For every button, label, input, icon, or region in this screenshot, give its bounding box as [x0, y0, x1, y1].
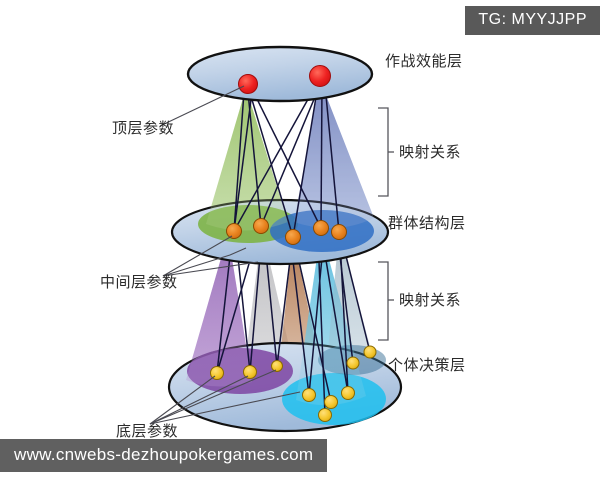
bottom-node: [363, 345, 377, 359]
right-label-group: 作战效能层 映射关系 群体结构层 映射关系 个体决策层: [385, 52, 466, 374]
bottom-node: [318, 408, 332, 422]
bottom-node: [341, 386, 355, 400]
bottom-node: [302, 388, 316, 402]
label-bottom-params: 底层参数: [116, 422, 178, 440]
left-label-group: 顶层参数 中间层参数 底层参数: [100, 119, 178, 440]
top-layer-plane: [186, 45, 374, 103]
edges-middle-to-top: [233, 84, 340, 238]
leader-lines: [149, 85, 301, 425]
cone-group-upper-overlay: [206, 80, 374, 231]
middle-node: [285, 229, 301, 245]
site-watermark: www.cnwebs-dezhoupokergames.com: [0, 439, 328, 472]
leader-bottom-params-a: [149, 375, 216, 425]
leader-bottom-params-d: [149, 369, 277, 425]
cone-green-tail: [206, 88, 288, 231]
leader-top-params: [159, 85, 245, 127]
middle-node: [313, 220, 329, 236]
label-middle-layer: 群体结构层: [388, 214, 466, 232]
label-mapping-upper: 映射关系: [399, 143, 461, 161]
label-top-layer: 作战效能层: [385, 52, 463, 70]
bottom-node: [243, 365, 257, 379]
tg-watermark-badge: TG: MYYJJPP: [465, 6, 600, 35]
label-bottom-layer: 个体决策层: [388, 356, 466, 374]
bottom-node: [271, 360, 283, 372]
bracket-upper-mapping: [378, 107, 389, 197]
middle-node: [226, 223, 242, 239]
middle-node-group: [226, 218, 347, 245]
leader-middle-params-a: [162, 235, 233, 277]
cone-blue-tail: [294, 80, 374, 229]
leader-middle-params-b: [162, 261, 259, 277]
bracket-lower-mapping: [378, 261, 389, 341]
label-mapping-lower: 映射关系: [399, 291, 461, 309]
brackets: [378, 107, 394, 341]
top-node-group: [238, 65, 331, 94]
leader-bottom-params-c: [149, 391, 301, 425]
leader-middle-params-c: [162, 247, 247, 277]
leader-bottom-params-b: [149, 375, 249, 425]
top-node: [238, 74, 258, 94]
middle-node: [253, 218, 269, 234]
bottom-node: [346, 356, 360, 370]
cone-purple-tail: [186, 234, 252, 387]
layer-top: [186, 45, 374, 103]
bottom-node: [324, 395, 338, 409]
label-middle-params: 中间层参数: [100, 273, 178, 291]
top-node: [309, 65, 331, 87]
middle-node: [331, 224, 347, 240]
label-top-params: 顶层参数: [112, 119, 174, 137]
